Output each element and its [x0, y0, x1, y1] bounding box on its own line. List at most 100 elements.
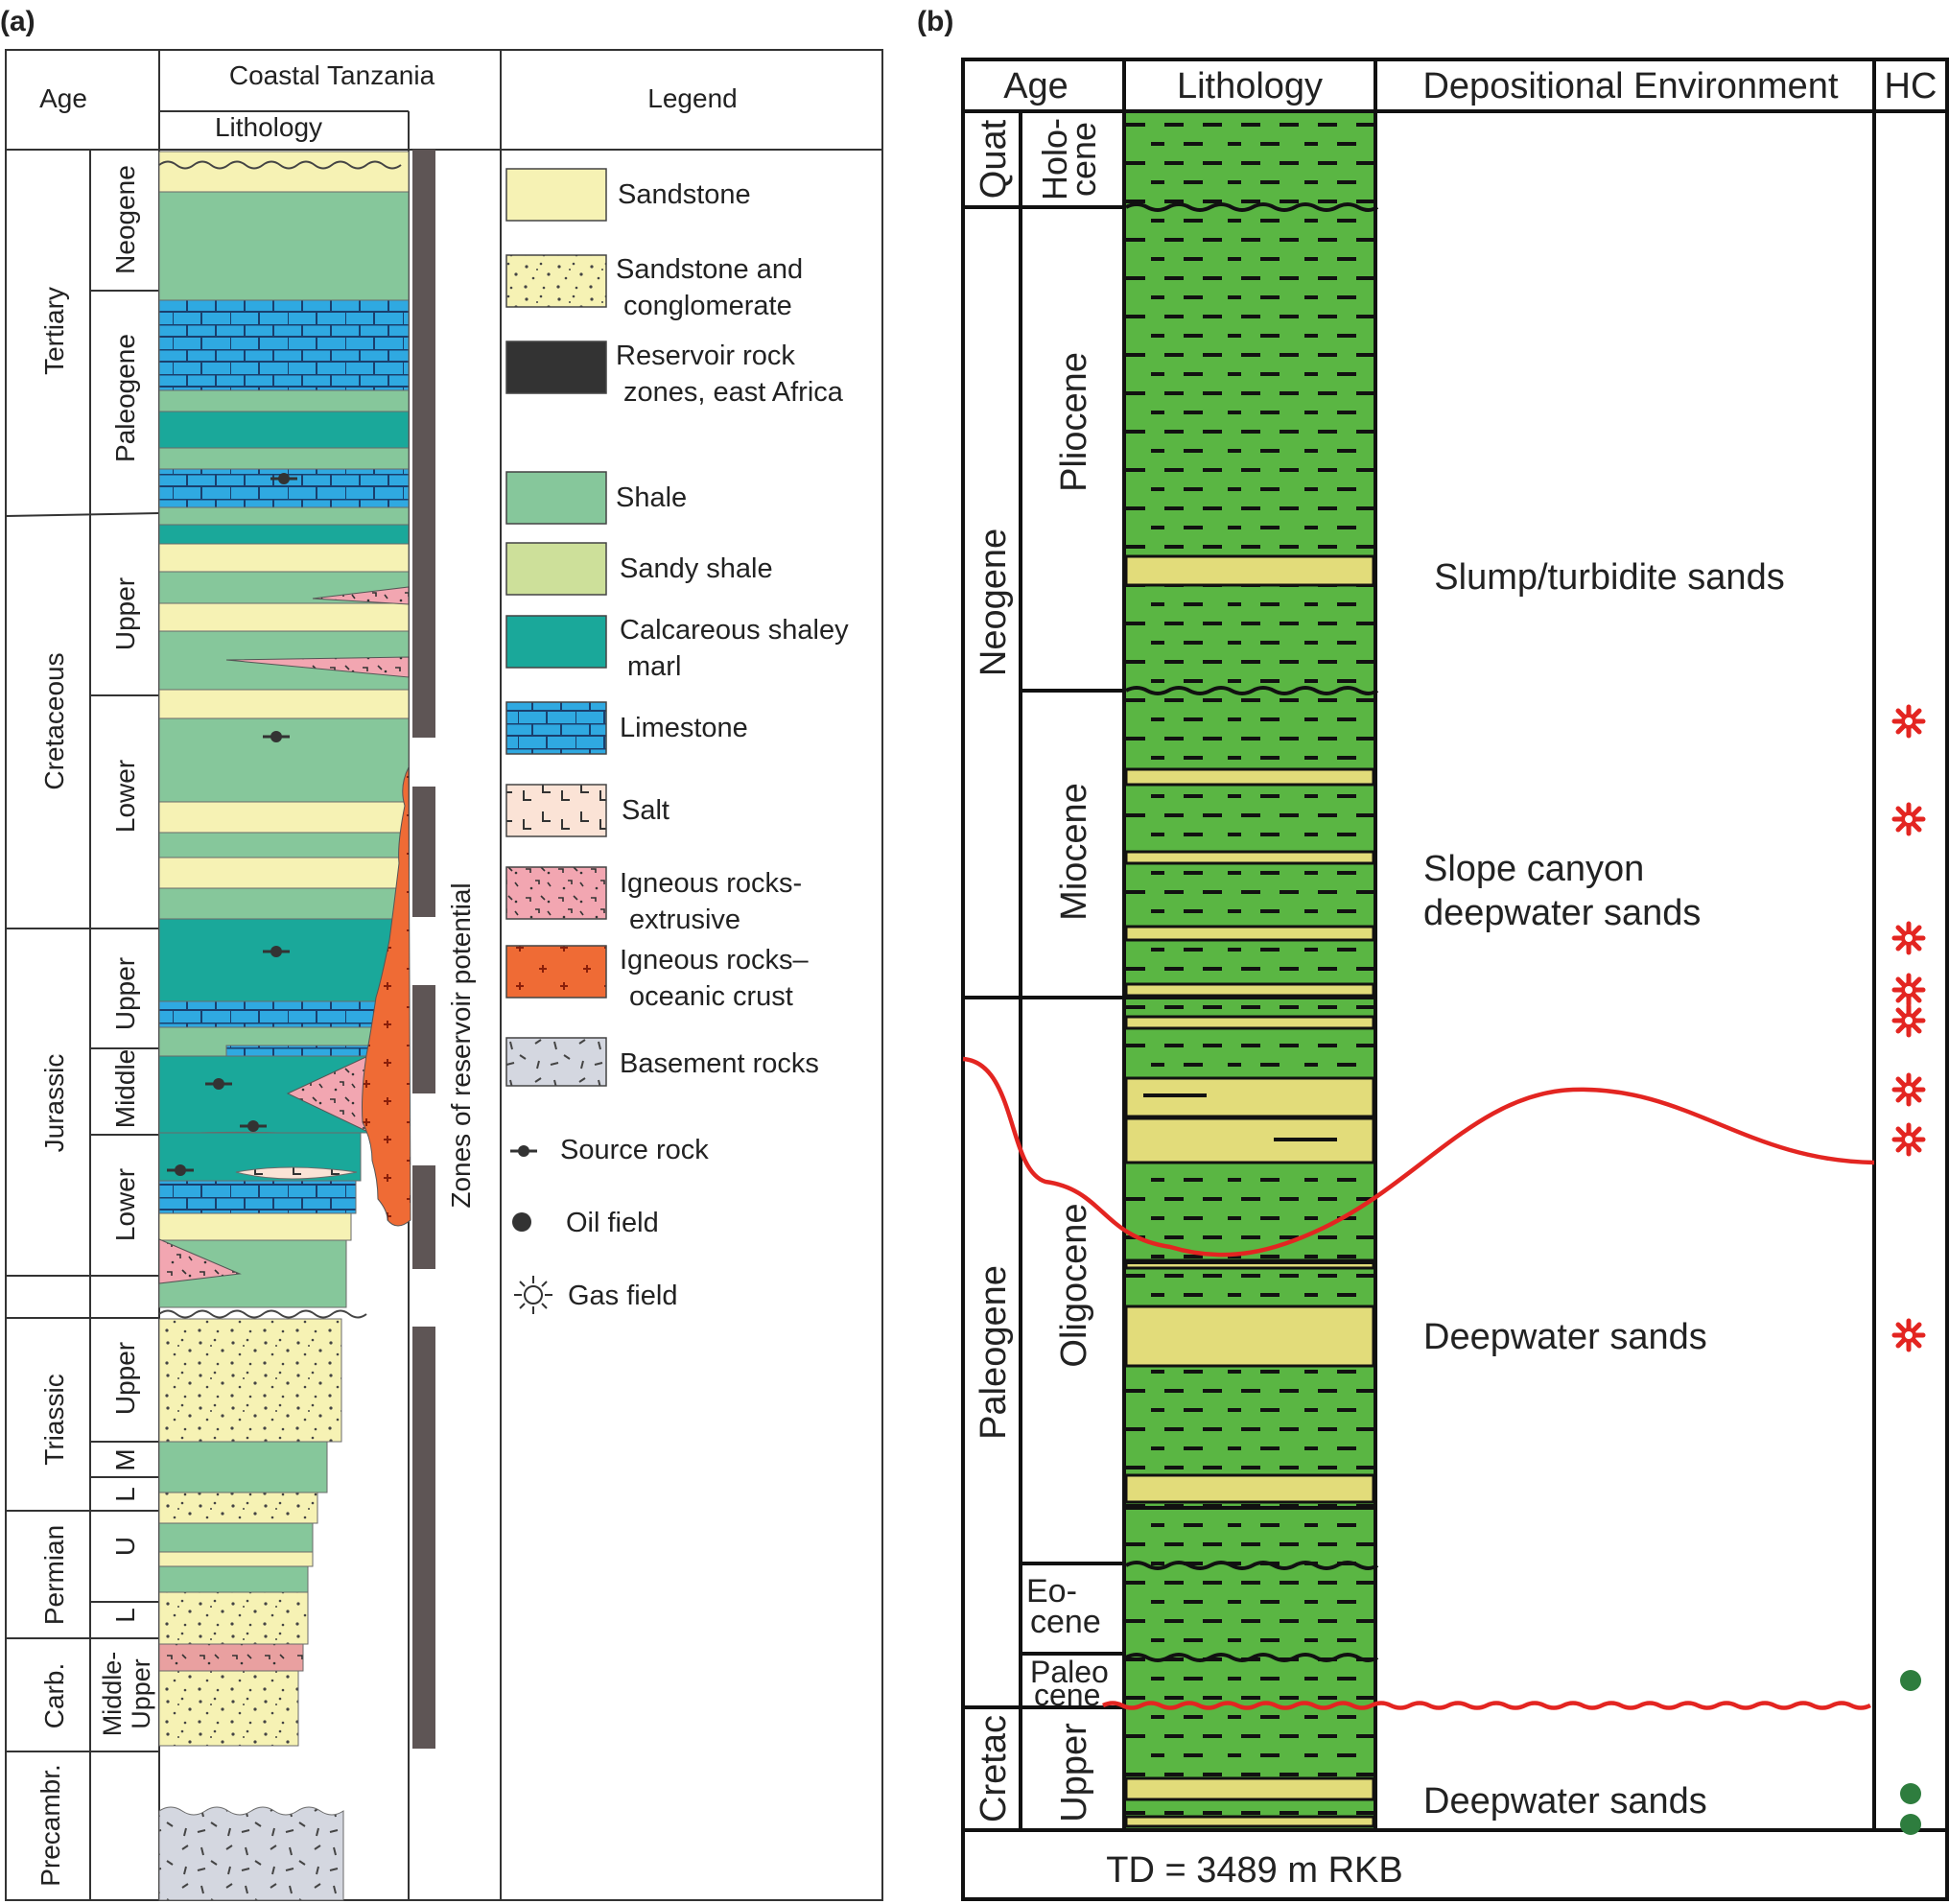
gas-field-icon [1894, 1006, 1923, 1035]
legend-swatch-limestone [505, 701, 607, 755]
legend-swatch-igneous [505, 866, 607, 920]
epoch-jur-upper: Upper [110, 957, 140, 1030]
legend-label-shale: Shale [616, 482, 687, 513]
legend-swatch-sandstone [505, 168, 607, 222]
legend-swatch-basement [505, 1037, 607, 1087]
legend-label-basement: Basement rocks [620, 1048, 819, 1079]
epoch-eocene: Eo-cene [1026, 1573, 1101, 1640]
source-rock-icon [508, 1143, 539, 1159]
cretaceous-red-unconformity [1101, 1701, 1872, 1710]
epoch-tri-middle: M [110, 1448, 140, 1470]
oil-field-icon [1900, 1814, 1921, 1835]
legend-label-oil: Oil field [566, 1208, 659, 1238]
gas-field-icon [1894, 1125, 1923, 1154]
panel-a-period-labels: Tertiary Cretaceous Jurassic Triassic Pe… [35, 287, 69, 1887]
legend-swatch-oceanic [505, 945, 607, 999]
legend-label-sandyshale: Sandy shale [620, 553, 773, 584]
panel-a-epoch-labels: Neogene Paleogene Upper Lower Upper Midd… [98, 165, 155, 1736]
epoch-oligocene: Oligocene [1054, 1203, 1094, 1367]
period-cretac: Cretac [974, 1715, 1014, 1822]
env-deepwater-2: Deepwater sands [1423, 1781, 1707, 1822]
period-quat: Quat [974, 119, 1014, 199]
panel-b-hc-markers [1894, 707, 1923, 1835]
sand-bed [1124, 850, 1375, 865]
sand-bed [1124, 1015, 1375, 1030]
period-precambr: Precambr. [35, 1764, 65, 1887]
period-carb: Carb. [39, 1663, 69, 1728]
period-paleogene: Paleogene [974, 1265, 1014, 1440]
epoch-jur-middle: Middle [110, 1049, 140, 1128]
panel-a-lithology-header: Lithology [215, 112, 322, 142]
panel-b-frame [961, 58, 1949, 1901]
sand-bed [1124, 1473, 1375, 1504]
panel-b-lithology-column [1124, 111, 1379, 1830]
epoch-tri-lower: L [110, 1487, 140, 1502]
env-slump-turbidite: Slump/turbidite sands [1434, 557, 1784, 598]
oil-field-icon [1900, 1670, 1921, 1691]
period-neogene: Neogene [974, 529, 1014, 676]
period-triassic: Triassic [39, 1374, 69, 1465]
legend-swatch-sandyshale [505, 542, 607, 596]
panel-a-legend-header: Legend [647, 83, 737, 113]
legend-label-gas: Gas field [568, 1281, 677, 1311]
oil-field-icon [512, 1212, 531, 1232]
env-deepwater-1: Deepwater sands [1423, 1317, 1707, 1357]
period-jurassic: Jurassic [39, 1054, 69, 1153]
panel-a-igneous-wedges [158, 586, 410, 1284]
panel-a-label: (a) [0, 6, 35, 37]
epoch-paleogene: Paleogene [110, 334, 140, 462]
period-tertiary: Tertiary [39, 287, 69, 375]
legend-swatch-shale [505, 471, 607, 525]
panel-b-age-header: Age [1003, 66, 1068, 106]
sand-bed [1124, 925, 1375, 942]
sand-bed [1124, 1776, 1375, 1801]
sand-bed [1124, 982, 1375, 998]
panel-b-footer-td: TD = 3489 m RKB [1106, 1850, 1402, 1891]
gas-field-icon [514, 1276, 552, 1314]
panel-b-label: (b) [917, 6, 953, 37]
gas-field-icon [1894, 1321, 1923, 1350]
epoch-tri-upper: Upper [110, 1342, 140, 1415]
epoch-pliocene: Pliocene [1054, 352, 1094, 492]
epoch-cret-upper: Upper [110, 577, 140, 650]
epoch-carb-upper: Upper [127, 1658, 155, 1729]
panel-b-age-labels: Quat Neogene Paleogene Cretac Holo-cene … [974, 118, 1109, 1822]
panel-a-oceanic-crust [362, 766, 411, 1227]
reservoir-potential-label: Zones of reservoir potential [446, 882, 476, 1208]
sand-bed [1124, 1815, 1375, 1828]
legend-label-source: Source rock [560, 1135, 709, 1165]
period-permian: Permian [39, 1525, 69, 1625]
panel-a-age-header: Age [39, 83, 87, 113]
epoch-miocene: Miocene [1054, 783, 1094, 921]
legend-swatch-conglomerate [505, 254, 607, 308]
legend-label-sandstone: Sandstone [618, 179, 751, 210]
sand-bed [1124, 767, 1375, 787]
oligocene-red-curve [962, 1056, 1875, 1258]
period-cretaceous: Cretaceous [39, 652, 69, 789]
sand-bed [1124, 554, 1375, 587]
panel-b-bed-lines [1124, 996, 1375, 1510]
legend-swatch-salt [505, 784, 607, 837]
gas-field-icon [1894, 924, 1923, 952]
epoch-perm-upper: U [110, 1537, 140, 1556]
panel-a-unconformities [158, 160, 402, 1319]
gas-field-icon [1894, 1075, 1923, 1104]
epoch-cret-lower: Lower [110, 760, 140, 833]
legend-label-limestone: Limestone [620, 713, 748, 743]
oil-field-icon [1900, 1783, 1921, 1804]
panel-a-reservoir-zones [412, 150, 435, 1749]
legend-label-igneous: Igneous rocks-extrusive [620, 868, 802, 935]
panel-a-region-header: Coastal Tanzania [229, 60, 435, 90]
legend-swatch-reservoir [505, 341, 607, 394]
epoch-holocene: Holo-cene [1035, 118, 1103, 200]
gas-field-icon [1894, 707, 1923, 736]
legend-label-salt: Salt [622, 795, 669, 826]
gas-field-icon [1894, 805, 1923, 834]
